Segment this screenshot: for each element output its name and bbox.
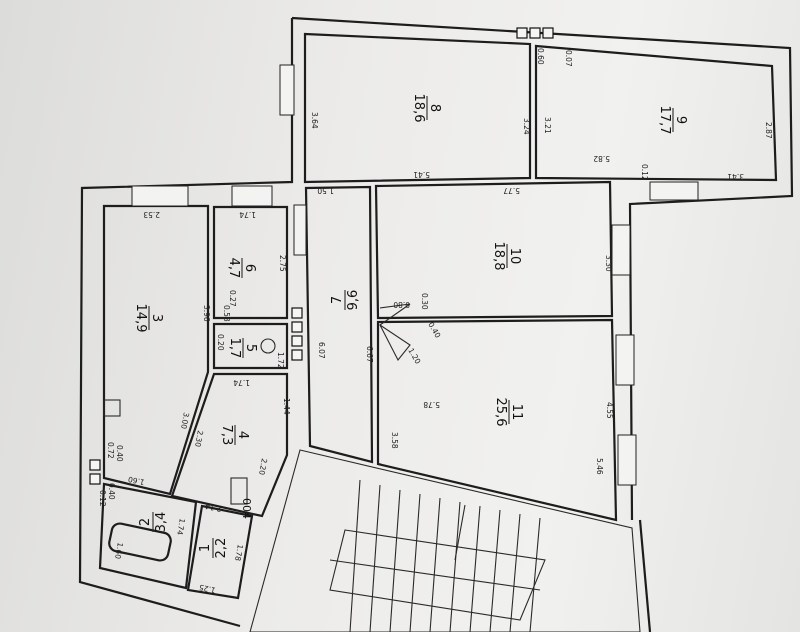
stairwell [249,449,641,632]
dimension-label: 1.50 [317,186,334,195]
dimension-label: 5.77 [503,186,520,195]
spiral-stair-icon [379,303,411,362]
windows [131,64,699,486]
room-area: 7,3 [219,425,234,446]
dimension-label: 6.67 [365,346,374,363]
dimension-label: 0.12 [640,164,649,181]
room-area: 2,2 [214,538,229,559]
room-11-outline [376,318,618,522]
room-6-outline [212,205,289,320]
room-number: 9 [673,116,688,124]
dimension-label: 1.20 [406,347,422,366]
dimension-label: 6.07 [317,342,326,359]
fixtures [103,303,411,562]
room-area: 17,7 [657,106,672,135]
dimension-label: 2.20 [257,458,269,476]
room-3-outline [102,204,210,496]
room-area: 1,7 [227,338,242,359]
dimension-label: 3.64 [310,112,319,129]
room-walls [98,32,778,600]
room-10-outline [374,180,614,320]
dimension-label: 5.41 [413,170,430,179]
room-area: 25,6 [493,398,508,427]
room-4-outline [170,372,289,518]
room-number: 10 [507,248,522,265]
room-number: 11 [509,404,524,421]
room-area: 4,7 [226,258,241,279]
dimension-label: 1.44 [282,398,291,415]
room-area: 14,9 [133,304,148,333]
room-number: 2 [138,518,153,526]
dimension-label: 5.46 [595,458,604,475]
dimension-label: 0.40 [107,483,116,500]
dimension-label: 0.40 [426,321,442,340]
bathtub-icon [108,522,172,562]
dimension-label: 1.72 [276,352,285,369]
dimension-label: 0.58 [222,305,231,322]
room-number: 5 [243,344,258,352]
dimension-label: 2.14 [204,502,222,514]
dimension-label: 2.30 [193,430,205,448]
room-area: 3,4 [154,512,169,533]
dimension-label: 0.20 [216,334,225,351]
dimension-label: 3.00 [179,412,191,430]
dimension-label: 2.75 [278,255,287,272]
vent-ducts [89,27,554,485]
dimension-label: 0.27 [228,290,237,307]
room-2-outline [98,482,198,590]
room-9-outline [534,44,778,182]
room-1-outline [186,504,254,600]
dimension-label: 2.53 [143,210,160,219]
apartment-tag: 004 [240,498,253,519]
dimension-label: 2.87 [764,122,773,139]
room-7-outline [304,185,374,464]
dimension-label: 3.58 [390,432,399,449]
room-number: 8 [427,104,442,112]
dimension-label: 0.40 [115,445,124,462]
room-number: 3 [149,314,164,322]
dimension-label: 3.21 [543,117,552,134]
dimension-label: 3.41 [727,172,744,181]
room-number: 4 [235,431,250,439]
toilet-icon [260,338,276,354]
dimension-label: 1.74 [175,518,187,536]
dimension-label: 5.78 [423,400,440,409]
dimension-label: 0.07 [564,50,573,67]
room-area: 18,8 [491,242,506,271]
room-number: 1 [198,544,213,552]
room-number: 6 [242,264,257,272]
dimension-label: 0.72 [106,442,115,459]
outer-walls [78,16,794,632]
room-area: 18,6 [411,94,426,123]
room-area: 9,6 [346,290,361,311]
dimension-label: 3.30 [604,255,613,272]
dimension-label: 0.12 [98,490,107,507]
dimension-label: 1.60 [127,475,145,487]
dimension-label: 1.60 [113,542,125,560]
room-8-outline [303,32,532,184]
dimension-label: 4.55 [605,402,614,419]
room-5-outline [212,322,289,370]
dimension-label: 0.60 [536,48,545,65]
room-number: 7 [330,296,345,304]
dimension-label: 1.78 [233,544,245,562]
dimension-label: 1.74 [239,210,256,219]
dimension-label: 1.74 [233,378,250,387]
dimension-label: 0.30 [420,293,429,310]
dimension-label: 5.82 [593,154,610,163]
dimension-label: 1.25 [198,583,216,595]
dimension-label: 3.24 [522,118,531,135]
dimension-label: 3.96 [202,305,211,322]
dimension-label: 0.80 [393,300,410,309]
